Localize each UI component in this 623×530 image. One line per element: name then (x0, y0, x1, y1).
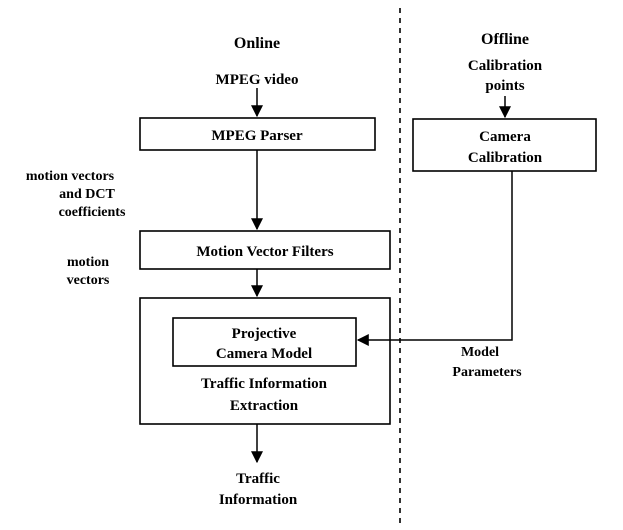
calibration-points-line1: Calibration (468, 58, 543, 74)
traffic-information-output-line2: Information (219, 492, 298, 508)
traffic-information-output-line1: Traffic (236, 471, 280, 487)
motion-vector-filters-label: Motion Vector Filters (196, 244, 333, 260)
mpeg-parser-label: MPEG Parser (211, 128, 303, 144)
model-parameters-line2: Parameters (452, 365, 522, 380)
online-heading: Online (234, 35, 280, 52)
model-parameters-line1: Model (461, 345, 499, 360)
projective-camera-model-line2: Camera Model (216, 346, 312, 362)
calibration-points-line2: points (485, 78, 524, 94)
traffic-information-extraction-line1: Traffic Information (201, 376, 328, 392)
traffic-information-extraction-line2: Extraction (230, 398, 299, 414)
camera-calibration-line2: Calibration (468, 150, 543, 166)
projective-camera-model-line1: Projective (232, 326, 297, 342)
arrow-calibration-to-camera-model (356, 171, 513, 346)
mv-dct-label-line1: motion vectors (26, 169, 115, 184)
mv-label-line1: motion (67, 255, 109, 270)
mv-dct-label-line3: coefficients (59, 205, 126, 220)
projective-camera-model-box (172, 317, 357, 367)
motion-vector-filters-box (139, 230, 391, 270)
mv-dct-label-line2: and DCT (59, 187, 115, 202)
mpeg-video-input: MPEG video (216, 72, 299, 88)
camera-calibration-line1: Camera (479, 129, 531, 145)
mpeg-parser-box (139, 117, 376, 151)
camera-calibration-box (412, 118, 597, 172)
mv-label-line2: vectors (67, 273, 110, 288)
offline-heading: Offline (481, 31, 529, 48)
